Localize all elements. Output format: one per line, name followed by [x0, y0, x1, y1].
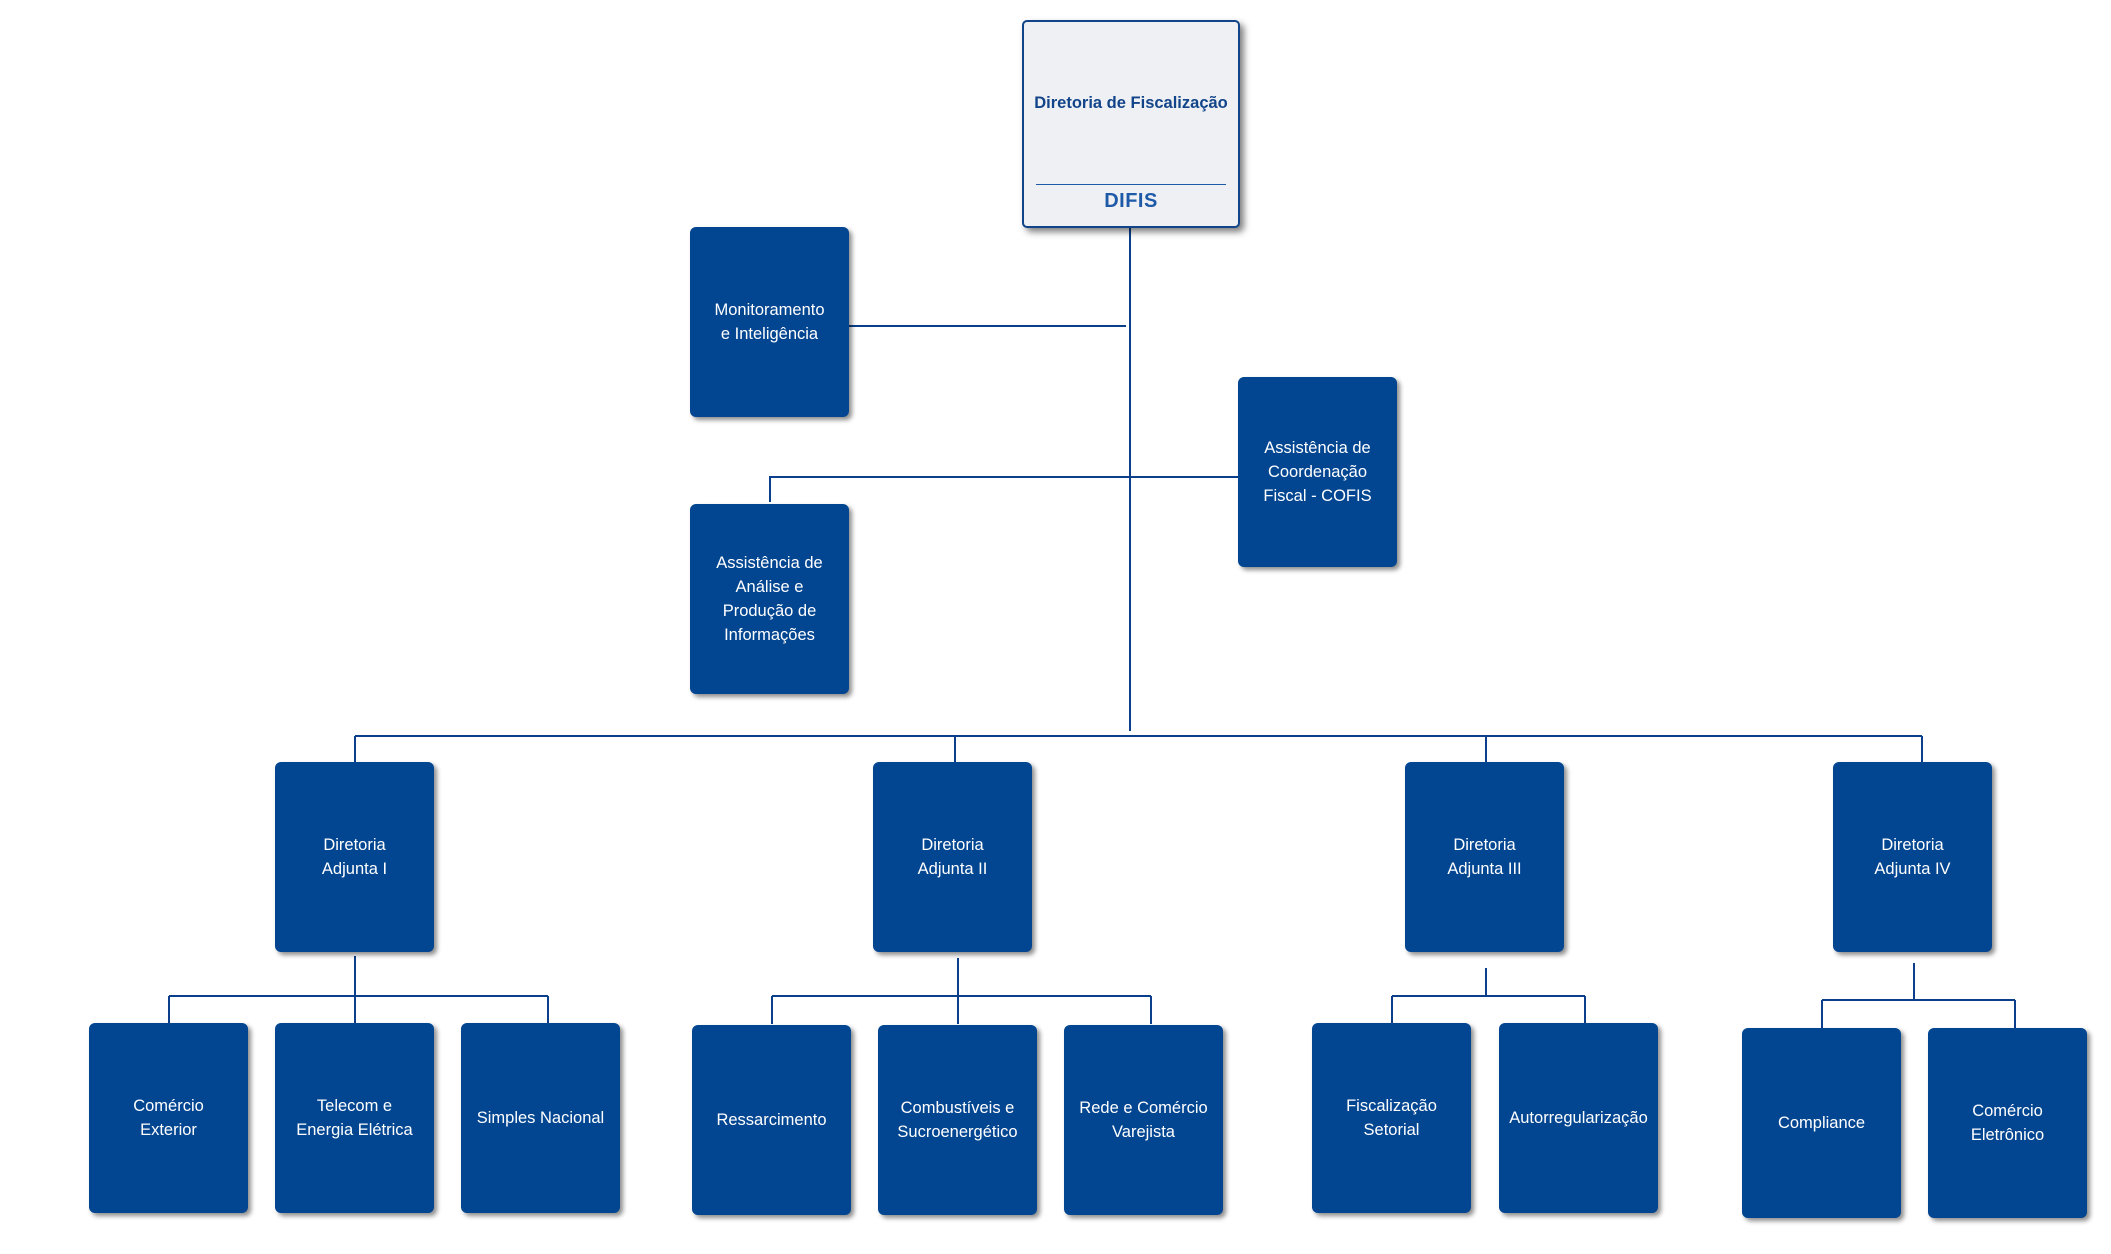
box-rede-comercio: Rede e Comércio Varejista	[1064, 1025, 1223, 1215]
box-cofis: Assistência de Coordenação Fiscal - COFI…	[1238, 377, 1397, 567]
box-compliance: Compliance	[1742, 1028, 1901, 1218]
label-autorregularizacao: Autorregularização	[1509, 1109, 1648, 1127]
difis-box: Diretoria de Fiscalização DIFIS	[1022, 20, 1240, 228]
connector-adjunta-4-units	[1821, 963, 2016, 1028]
label-fiscalizacao-setorial: Fiscalização Setorial	[1346, 1097, 1437, 1139]
label-telecom: Telecom e Energia Elétrica	[296, 1097, 413, 1139]
box-comercio-exterior: Comércio Exterior	[89, 1023, 248, 1213]
box-combustiveis: Combustíveis e Sucroenergético	[878, 1025, 1037, 1215]
label-adjunta-3: Diretoria Adjunta III	[1447, 836, 1522, 878]
box-ressarcimento: Ressarcimento	[692, 1025, 851, 1215]
box-adjunta-3: Diretoria Adjunta III	[1405, 762, 1564, 952]
box-telecom: Telecom e Energia Elétrica	[275, 1023, 434, 1213]
label-adjunta-1: Diretoria Adjunta I	[321, 836, 388, 878]
label-adjunta-4: Diretoria Adjunta IV	[1874, 836, 1951, 878]
difis-abbr: DIFIS	[1104, 190, 1158, 212]
box-analise: Assistência de Análise e Produção de Inf…	[690, 504, 849, 694]
label-combustiveis: Combustíveis e Sucroenergético	[897, 1099, 1018, 1141]
box-fiscalizacao-setorial: Fiscalização Setorial	[1312, 1023, 1471, 1213]
connector-assistencias	[769, 476, 1238, 502]
label-monitoramento: Monitoramento e Inteligência	[714, 301, 825, 343]
box-adjunta-4: Diretoria Adjunta IV	[1833, 762, 1992, 952]
box-monitoramento: Monitoramento e Inteligência	[690, 227, 849, 417]
box-adjunta-1: Diretoria Adjunta I	[275, 762, 434, 952]
box-simples-nacional: Simples Nacional	[461, 1023, 620, 1213]
connector-adjunta-2-units	[771, 958, 1152, 1024]
connector-adjunta-1-units	[168, 956, 549, 1024]
difis-divider	[1036, 184, 1226, 185]
label-cofis: Assistência de Coordenação Fiscal - COFI…	[1263, 439, 1372, 505]
box-comercio-eletronico: Comércio Eletrônico	[1928, 1028, 2087, 1218]
label-ressarcimento: Ressarcimento	[716, 1111, 827, 1129]
label-rede-comercio: Rede e Comércio Varejista	[1079, 1099, 1208, 1141]
label-compliance: Compliance	[1777, 1114, 1866, 1132]
label-simples-nacional: Simples Nacional	[476, 1109, 605, 1127]
box-autorregularizacao: Autorregularização	[1499, 1023, 1658, 1213]
difis-name: Diretoria de Fiscalização	[1034, 94, 1228, 112]
box-adjunta-2: Diretoria Adjunta II	[873, 762, 1032, 952]
label-comercio-exterior: Comércio Exterior	[133, 1097, 204, 1139]
label-adjunta-2: Diretoria Adjunta II	[917, 836, 988, 878]
label-analise: Assistência de Análise e Produção de Inf…	[716, 554, 823, 644]
label-comercio-eletronico: Comércio Eletrônico	[1970, 1102, 2045, 1144]
connector-adjunta-3-units	[1391, 968, 1586, 1024]
